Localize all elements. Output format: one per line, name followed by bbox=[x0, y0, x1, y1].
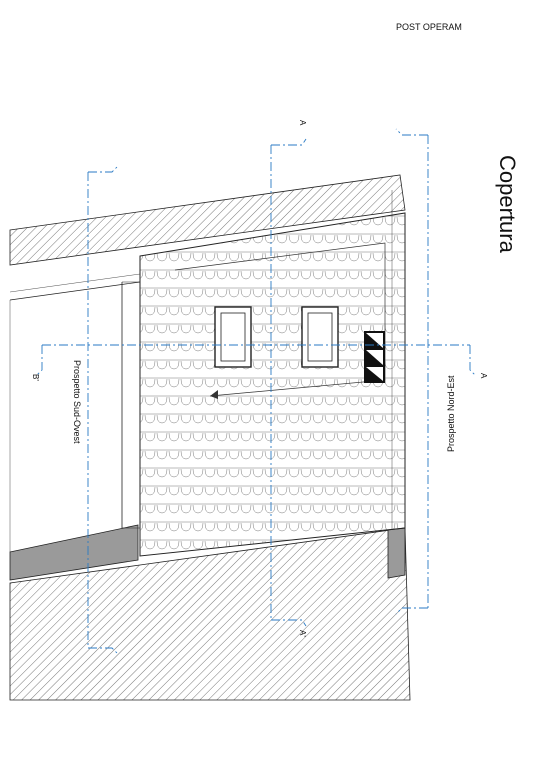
elevation-label-nord-est: Prospetto Nord-Est bbox=[446, 375, 456, 452]
gutter-band bbox=[9, 524, 139, 581]
section-mark-a-right: A bbox=[479, 373, 488, 379]
section-mark-b-left: B' bbox=[31, 374, 40, 381]
elevation-label-sud-ovest: Prospetto Sud-Ovest bbox=[72, 360, 82, 444]
section-mark-a-top: A bbox=[298, 120, 307, 126]
page-title: Copertura bbox=[495, 155, 520, 253]
roof-tiles bbox=[139, 212, 406, 557]
roof-vents bbox=[364, 331, 385, 383]
section-mark-a-bottom: A' bbox=[298, 630, 307, 637]
slope-arrow bbox=[174, 242, 386, 397]
gutter-band-right bbox=[387, 527, 406, 579]
drawing-phase-label: POST OPERAM bbox=[396, 22, 462, 32]
hatched-wall-bottom bbox=[9, 527, 411, 701]
eave-line-top bbox=[9, 281, 141, 301]
hatched-wall-top bbox=[9, 174, 406, 266]
section-lines bbox=[35, 128, 477, 655]
